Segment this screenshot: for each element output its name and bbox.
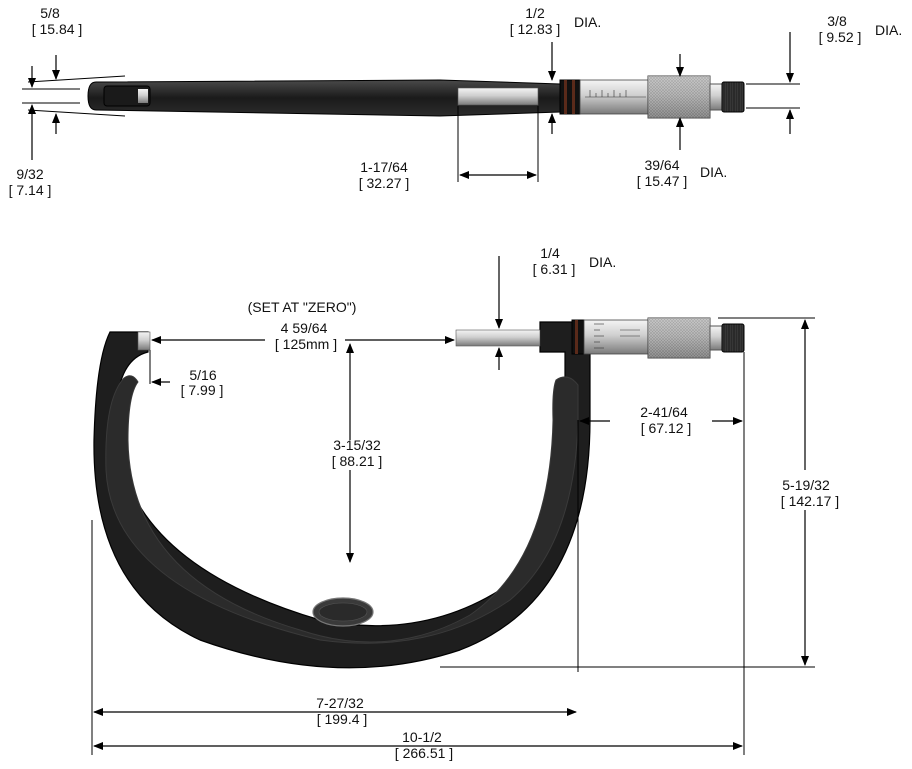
top-lock-ring (559, 79, 581, 115)
label-1-2-dia: DIA. (574, 14, 601, 30)
label-2-41-64-fraction: 2-41/64 (640, 404, 688, 420)
top-lock-ring-accent-2 (572, 80, 575, 114)
label-5-8-metric: [ 15.84 ] (32, 21, 83, 37)
front-anvil (137, 331, 151, 351)
label-1-4-fraction: 1/4 (540, 245, 560, 261)
label-1-4-dia: DIA. (589, 254, 616, 270)
front-sleeve-graduations (594, 323, 640, 349)
top-spindle (457, 87, 539, 106)
label-5-8-fraction: 5/8 (40, 5, 60, 21)
label-39-64-dia: DIA. (700, 164, 727, 180)
label-7-27-32-fraction: 7-27/32 (316, 695, 364, 711)
front-ratchet-neck (709, 325, 723, 351)
label-39-64-fraction: 39/64 (644, 157, 679, 173)
label-10-1-2-fraction: 10-1/2 (402, 729, 442, 745)
label-1-2-metric: [ 12.83 ] (510, 21, 561, 37)
ext-line-5-8-top (27, 75, 126, 83)
label-4-59-64-fraction: 4 59/64 (281, 320, 328, 336)
ext-line-5-8-bottom (27, 109, 126, 117)
label-3-15-32-metric: [ 88.21 ] (332, 453, 383, 469)
label-3-8-fraction: 3/8 (827, 13, 847, 29)
label-3-8-dia: DIA. (875, 22, 902, 38)
top-view-labels: 5/8 [ 15.84 ] 9/32 [ 7.14 ] 1/2 [ 12.83 … (9, 5, 903, 198)
top-view-dimension-lines (22, 32, 800, 182)
label-3-8-metric: [ 9.52 ] (819, 29, 862, 45)
front-lock-ring-accent (575, 320, 578, 354)
label-5-19-32-metric: [ 142.17 ] (781, 493, 839, 509)
label-1-2-fraction: 1/2 (525, 5, 545, 21)
top-frame-body (87, 79, 561, 117)
top-lock-ring-accent (564, 80, 567, 114)
label-1-17-64-fraction: 1-17/64 (360, 159, 408, 175)
front-view-micrometer (93, 317, 745, 669)
label-39-64-metric: [ 15.47 ] (637, 173, 688, 189)
c-frame-recess (105, 375, 579, 644)
label-9-32-fraction: 9/32 (16, 166, 43, 182)
top-anvil-face (138, 89, 148, 103)
label-1-17-64-metric: [ 32.27 ] (359, 175, 410, 191)
front-ratchet (721, 323, 745, 353)
top-ratchet-neck (709, 83, 723, 111)
top-sleeve-graduations (585, 90, 646, 98)
label-set-at-zero: (SET AT "ZERO") (248, 299, 357, 315)
label-3-15-32-fraction: 3-15/32 (333, 437, 381, 453)
label-4-59-64-metric: [ 125mm ] (275, 336, 337, 352)
label-5-16-metric: [ 7.99 ] (181, 382, 224, 398)
label-10-1-2-metric: [ 266.51 ] (395, 745, 453, 761)
front-sleeve (583, 319, 649, 355)
front-view-dimension-lines (91, 256, 815, 755)
label-5-16-fraction: 5/16 (189, 367, 216, 383)
top-thimble-shade (648, 76, 710, 118)
top-view-micrometer (87, 75, 745, 119)
label-5-19-32-fraction: 5-19/32 (782, 477, 830, 493)
front-thimble-shade (648, 318, 710, 358)
brand-badge-inner (318, 602, 368, 622)
top-ratchet (721, 81, 745, 113)
front-spindle (455, 329, 541, 347)
front-view-labels: 1/4 [ 6.31 ] DIA. (SET AT "ZERO") 4 59/6… (181, 245, 840, 761)
label-2-41-64-metric: [ 67.12 ] (641, 420, 692, 436)
label-9-32-metric: [ 7.14 ] (9, 182, 52, 198)
label-1-4-metric: [ 6.31 ] (533, 261, 576, 277)
label-7-27-32-metric: [ 199.4 ] (317, 711, 368, 727)
